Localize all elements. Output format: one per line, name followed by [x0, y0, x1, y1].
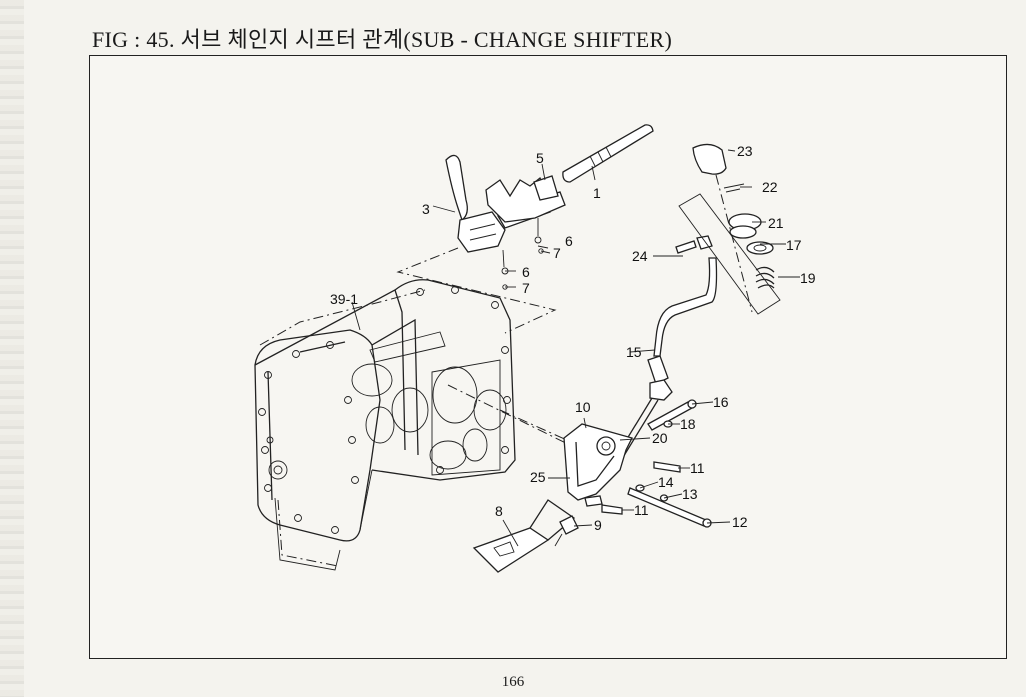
page-title: FIG : 45. 서브 체인지 시프터 관계(SUB - CHANGE SHI… [92, 27, 673, 52]
transmission-housing [254, 279, 516, 571]
callout-1: 1 [593, 185, 601, 201]
knob-23 [692, 143, 727, 175]
callout-11a: 11 [690, 460, 705, 476]
pin-ball-set-upper [534, 218, 544, 254]
page-number: 166 [501, 674, 525, 690]
spring-19 [755, 266, 775, 289]
ring-17 [746, 241, 774, 255]
seat-21 [728, 213, 762, 239]
clip-22 [723, 183, 745, 193]
bolt-9 [554, 515, 579, 547]
callout-14: 14 [658, 474, 674, 490]
callout-23: 23 [737, 143, 753, 159]
plate-8 [472, 499, 576, 573]
callout-10: 10 [575, 399, 591, 415]
callout-24: 24 [632, 248, 648, 264]
pin-24 [675, 240, 697, 254]
callout-7b: 7 [522, 280, 530, 296]
callout-7a: 7 [553, 245, 561, 261]
callout-19: 19 [800, 270, 816, 286]
callout-11b: 11 [634, 502, 649, 518]
callout-12: 12 [732, 514, 748, 530]
alignment-line-knob [715, 174, 753, 313]
callout-3: 3 [422, 201, 430, 217]
scan-binding-edge [0, 0, 24, 697]
callout-16: 16 [713, 394, 729, 410]
callout-22: 22 [762, 179, 778, 195]
callout-25: 25 [530, 469, 546, 485]
shift-rod [562, 124, 654, 183]
callout-6a: 6 [565, 233, 573, 249]
leader-lines [351, 149, 800, 547]
callout-8: 8 [495, 503, 503, 519]
callout-labels: 1 5 3 6 7 6 7 39-1 23 22 21 17 19 24 15 … [330, 143, 816, 533]
diagram-frame [89, 55, 1007, 659]
callout-20: 20 [652, 430, 668, 446]
callout-5: 5 [536, 150, 544, 166]
callout-6b: 6 [522, 264, 530, 280]
callout-21: 21 [768, 215, 784, 231]
shift-fork-5 [485, 175, 566, 223]
callout-9: 9 [594, 517, 602, 533]
alignment-line-forks [396, 247, 557, 334]
callout-17: 17 [786, 237, 802, 253]
pin-ball-set-lower [501, 249, 509, 290]
callout-18: 18 [680, 416, 696, 432]
callout-15: 15 [626, 344, 642, 360]
callout-39-1: 39-1 [330, 291, 358, 307]
lever-bracket-10 [563, 423, 633, 507]
alignment-line-lever [447, 384, 601, 456]
callout-13: 13 [682, 486, 698, 502]
boot-outline [678, 193, 781, 315]
